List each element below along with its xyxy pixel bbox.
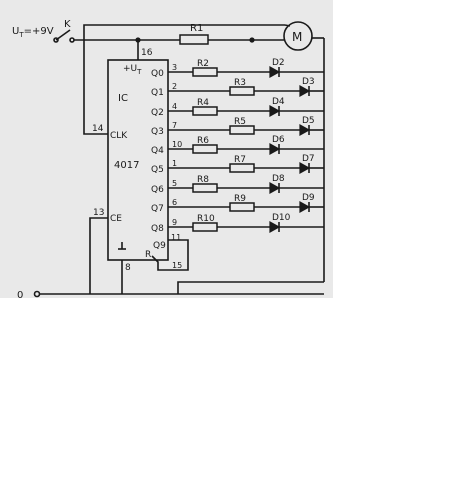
reset-pin-15: 15: [172, 261, 182, 270]
q9-label: Q9: [153, 241, 166, 251]
diode-d8: [269, 181, 281, 195]
ground-terminal: [33, 290, 41, 298]
resistor-r7: [229, 163, 255, 173]
d8-label: D8: [272, 174, 285, 184]
ic-part-number: 4017: [114, 160, 139, 171]
ce-pin-number: 13: [93, 208, 104, 218]
ground-label: 0: [17, 290, 23, 298]
r6-label: R6: [197, 136, 209, 146]
d9-label: D9: [302, 193, 315, 203]
resistor-r8: [192, 183, 218, 193]
clk-wire: [83, 40, 108, 135]
resistor-r3: [229, 86, 255, 96]
resistor-r9: [229, 202, 255, 212]
diode-d7: [299, 161, 311, 175]
supply-label: UT=+9V: [12, 26, 54, 39]
resistor-r2: [192, 67, 218, 77]
diode-d5: [299, 123, 311, 137]
output-pin-6: 6: [172, 198, 177, 207]
output-label-q2: Q2: [151, 108, 164, 118]
resistor-r5: [229, 125, 255, 135]
diode-d9: [299, 200, 311, 214]
d6-label: D6: [272, 135, 285, 145]
r7-label: R7: [234, 155, 246, 165]
motor-symbol: [283, 21, 313, 51]
resistor-r4: [192, 106, 218, 116]
output-pin-10: 10: [172, 140, 182, 149]
output-label-q0: Q0: [151, 69, 164, 79]
output-label-q8: Q8: [151, 224, 164, 234]
circuit-diagram: UT=+9V K M R1 16 +UT IC 4017 14 CLK 13 C…: [12, 19, 325, 298]
r3-label: R3: [234, 78, 246, 88]
supply-rail-top: [74, 24, 285, 41]
diode-d4: [269, 104, 281, 118]
ic-4017-body: [107, 59, 169, 261]
supply-terminal: [53, 37, 59, 43]
diode-d6: [269, 142, 281, 156]
resistor-r1: [179, 34, 209, 45]
ic-vcc-label: +UT: [123, 64, 142, 76]
diode-d3: [299, 84, 311, 98]
output-label-q5: Q5: [151, 165, 164, 175]
clk-pin-number: 14: [92, 124, 104, 134]
r5-label: R5: [234, 117, 246, 127]
switch-contact: [69, 37, 75, 43]
d2-label: D2: [272, 58, 285, 68]
reset-pin-11: 11: [171, 233, 181, 242]
output-label-q6: Q6: [151, 185, 164, 195]
r2-label: R2: [197, 59, 209, 69]
gnd-pin-number: 8: [125, 263, 131, 273]
ce-wire: [89, 217, 108, 294]
r4-label: R4: [197, 98, 209, 108]
output-pin-5: 5: [172, 179, 177, 188]
r9-label: R9: [234, 194, 246, 204]
reset-label: R: [145, 250, 151, 260]
output-pin-4: 4: [172, 102, 177, 111]
d10-label: D10: [272, 213, 291, 223]
output-pin-3: 3: [172, 63, 177, 72]
ce-label: CE: [110, 214, 122, 224]
output-label-q1: Q1: [151, 88, 164, 98]
ic-label: IC: [118, 93, 128, 104]
vcc-pin-number: 16: [141, 48, 153, 58]
d4-label: D4: [272, 97, 285, 107]
clk-label: CLK: [110, 131, 128, 141]
d7-label: D7: [302, 154, 315, 164]
motor-label: M: [292, 30, 302, 44]
schematic-scan: UT=+9V K M R1 16 +UT IC 4017 14 CLK 13 C…: [0, 0, 333, 298]
d3-label: D3: [302, 77, 315, 87]
output-label-q4: Q4: [151, 146, 164, 156]
diode-d10: [269, 220, 281, 234]
output-label-q7: Q7: [151, 204, 164, 214]
output-pin-1: 1: [172, 159, 177, 168]
output-pin-7: 7: [172, 121, 177, 130]
resistor-r10: [192, 222, 218, 232]
reset-loop: [151, 239, 189, 271]
switch-label: K: [64, 19, 71, 30]
switch-k: [55, 29, 71, 41]
r8-label: R8: [197, 175, 209, 185]
output-label-q3: Q3: [151, 127, 164, 137]
d5-label: D5: [302, 116, 315, 126]
r10-label: R10: [197, 214, 215, 224]
diode-d2: [269, 65, 281, 79]
resistor-r6: [192, 144, 218, 154]
output-pin-2: 2: [172, 82, 177, 91]
r1-label: R1: [190, 23, 203, 34]
output-pin-9: 9: [172, 218, 177, 227]
